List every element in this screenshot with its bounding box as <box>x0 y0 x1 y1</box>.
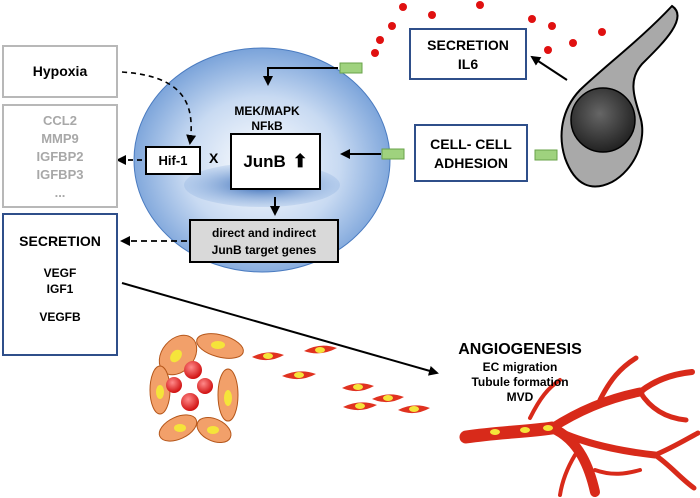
fibroblast-nucleus <box>570 87 636 153</box>
up-arrow-icon: ⬆ <box>292 151 308 171</box>
angiogenesis-label: ANGIOGENESIS EC migration Tubule formati… <box>440 340 600 405</box>
adhesion-receptor-cell <box>381 148 405 160</box>
secreted-factor: VEGF <box>43 266 77 280</box>
junb-label: JunB <box>243 152 286 171</box>
target-gene: IGFBP3 <box>36 167 84 182</box>
secreted-factor: IGF1 <box>46 282 74 296</box>
target-genes-line1: direct and indirect <box>211 226 317 240</box>
target-gene: CCL2 <box>43 113 77 128</box>
secreted-factor: VEGFB <box>39 310 81 324</box>
pathway-mek-mapk: MEK/MAPK <box>234 104 300 118</box>
arrow-hypoxia <box>121 71 197 145</box>
junb-box: JunB ⬆ <box>230 133 321 190</box>
il6-receptor <box>339 62 363 74</box>
pathways-label: MEK/MAPK NFkB <box>205 104 329 134</box>
hypoxia-label: Hypoxia <box>32 63 88 79</box>
arrow-il6-receptor <box>263 67 338 86</box>
target-genes-line2: JunB target genes <box>211 243 317 257</box>
secretion-title: SECRETION <box>19 233 101 249</box>
angiogenesis-title: ANGIOGENESIS <box>458 341 582 358</box>
cell-adhesion-box: CELL- CELL ADHESION <box>414 124 528 182</box>
secretion-il6-box: SECRETION IL6 <box>409 28 527 80</box>
angiogenesis-item: MVD <box>506 390 534 404</box>
adhesion-line1: CELL- CELL <box>430 136 512 152</box>
arrow-fibroblast-secretion <box>530 55 568 81</box>
secretion-il6-factor: IL6 <box>457 56 479 72</box>
adhesion-line2: ADHESION <box>434 155 508 171</box>
angiogenesis-item: Tubule formation <box>471 375 569 389</box>
angiogenesis-item: EC migration <box>482 360 558 374</box>
hypoxia-box: Hypoxia <box>2 45 118 98</box>
target-gene: MMP9 <box>41 131 79 146</box>
target-gene: ... <box>54 185 66 200</box>
il6-secretion-dots <box>371 1 606 57</box>
pathway-nfkb: NFkB <box>251 119 283 133</box>
junb-target-genes-box: direct and indirect JunB target genes <box>189 219 339 263</box>
target-gene: IGFBP2 <box>36 149 84 164</box>
branching-vessel <box>459 355 700 497</box>
hif1-target-genes-box: CCL2 MMP9 IGFBP2 IGFBP3 ... <box>2 104 118 208</box>
vessel-endothelial-nuclei <box>490 425 553 435</box>
arrow-secretion-angiogenesis <box>121 282 439 376</box>
vessel-cross-section <box>149 333 244 444</box>
secretion-il6-title: SECRETION <box>427 37 509 53</box>
inhibition-x: X <box>209 150 219 166</box>
hif1-box: Hif-1 <box>145 146 201 175</box>
hif1-label: Hif-1 <box>158 153 188 168</box>
migrating-endothelial-cells <box>252 345 430 414</box>
adhesion-receptor-fibroblast <box>534 149 558 161</box>
secretion-vegf-box: SECRETION VEGF IGF1 VEGFB <box>2 213 118 356</box>
